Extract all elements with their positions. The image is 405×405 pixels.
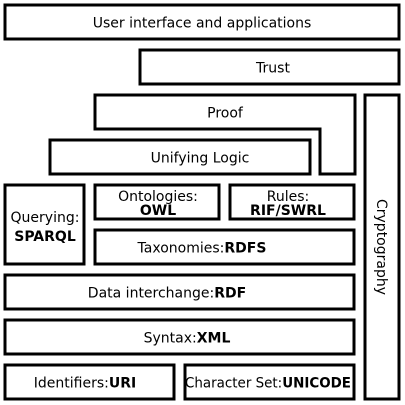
layer-identifiers-prefix: Identifiers: xyxy=(34,376,109,392)
layer-cryptography: Cryptography xyxy=(363,93,401,401)
layer-unifying-logic: Unifying Logic xyxy=(48,138,312,176)
layer-taxonomies: Taxonomies:RDFS xyxy=(93,228,356,266)
layer-cryptography-label: Cryptography xyxy=(373,199,389,295)
layer-trust: Trust xyxy=(138,48,401,86)
layer-syntax-prefix: Syntax: xyxy=(144,331,197,347)
layer-user-interface: User interface and applications xyxy=(3,3,401,41)
layer-rules-tech: RIF/SWRL xyxy=(250,203,326,219)
layer-character-set: Character Set:UNICODE xyxy=(183,363,356,401)
layer-syntax-text: Syntax:XML xyxy=(144,331,231,347)
layer-ontologies-prefix: Ontologies: xyxy=(118,189,198,205)
layer-data-interchange-tech: RDF xyxy=(214,286,246,302)
layer-querying-tech: SPARQL xyxy=(14,229,76,245)
layer-syntax-tech: XML xyxy=(197,331,231,347)
layer-ontologies-tech: OWL xyxy=(140,203,176,219)
layer-rules: Rules: RIF/SWRL xyxy=(228,183,356,221)
layer-data-interchange-text: Data interchange:RDF xyxy=(88,286,246,302)
layer-data-interchange-prefix: Data interchange: xyxy=(88,286,214,302)
layer-character-set-tech: UNICODE xyxy=(282,376,351,392)
layer-trust-label: Trust xyxy=(255,61,290,77)
layer-identifiers: Identifiers:URI xyxy=(3,363,176,401)
layer-identifiers-text: Identifiers:URI xyxy=(34,376,136,392)
layer-taxonomies-text: Taxonomies:RDFS xyxy=(137,241,267,257)
layer-taxonomies-prefix: Taxonomies: xyxy=(137,241,225,257)
layer-syntax: Syntax:XML xyxy=(3,318,356,356)
layer-identifiers-tech: URI xyxy=(109,376,136,392)
layer-taxonomies-tech: RDFS xyxy=(224,241,266,257)
layer-rules-prefix: Rules: xyxy=(267,189,310,205)
layer-proof: Proof xyxy=(93,93,357,176)
layer-querying-prefix: Querying: xyxy=(11,210,80,226)
layer-ontologies: Ontologies: OWL xyxy=(93,183,221,221)
layer-data-interchange: Data interchange:RDF xyxy=(3,273,356,311)
layer-proof-label: Proof xyxy=(207,106,244,122)
layer-querying: Querying: SPARQL xyxy=(3,183,86,266)
layer-unifying-logic-label: Unifying Logic xyxy=(151,151,250,167)
layer-user-interface-label: User interface and applications xyxy=(93,16,312,32)
layer-character-set-text: Character Set:UNICODE xyxy=(185,376,351,392)
layer-character-set-prefix: Character Set: xyxy=(185,376,282,392)
